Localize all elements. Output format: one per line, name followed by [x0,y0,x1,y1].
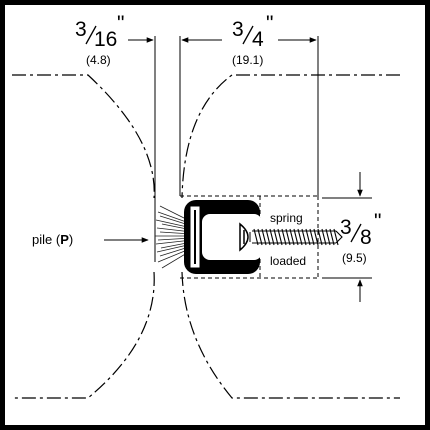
screw-head [239,222,251,252]
thread-line [281,228,287,246]
depth-metric: (19.1) [232,53,263,67]
height-denominator: 8 [360,226,372,249]
gap-denominator: 16 [94,28,117,51]
height-unit: " [374,210,381,233]
carrier-housing [184,200,262,274]
depth-denominator: 4 [252,28,264,51]
right-jamb-edge [181,74,400,399]
depth-numerator: 3 [232,18,244,41]
gap-numerator: 3 [75,18,87,41]
thread-line [273,228,279,246]
thread-line [289,228,295,246]
thread-line [309,228,315,246]
spring-label: spring [270,211,303,225]
thread-line [313,228,319,246]
height-dimension [322,172,372,302]
pile-label-letter: P [60,232,69,247]
thread-line [297,228,303,246]
height-fraction: 3 8 " (9.5) [340,210,381,265]
gap-metric: (4.8) [86,53,111,67]
height-numerator: 3 [340,216,352,239]
thread-line [325,228,331,246]
loaded-label: loaded [270,254,306,268]
left-door-edge [12,74,155,399]
thread-line [269,228,275,246]
gap-fraction: 3 16 " (4.8) [75,12,124,67]
spring-screw [252,228,343,246]
thread-line [285,228,291,246]
thread-line [257,228,263,246]
thread-line [329,228,335,246]
thread-line [321,228,327,246]
depth-fraction: 3 4 " (19.1) [232,12,273,67]
height-metric: (9.5) [342,251,367,265]
thread-line [253,228,259,246]
thread-line [293,228,299,246]
thread-line [265,228,271,246]
pile-label: pile (P) [32,232,73,247]
pile-label-prefix: pile ( [32,232,61,247]
extension-lines [154,36,319,262]
gap-unit: " [117,12,124,35]
thread-line [301,228,307,246]
thread-line [277,228,283,246]
depth-unit: " [266,12,273,35]
pile-label-suffix: ) [69,232,73,247]
thread-line [317,228,323,246]
thread-line [305,228,311,246]
thread-line [261,228,267,246]
spring-travel-outline [180,195,319,279]
